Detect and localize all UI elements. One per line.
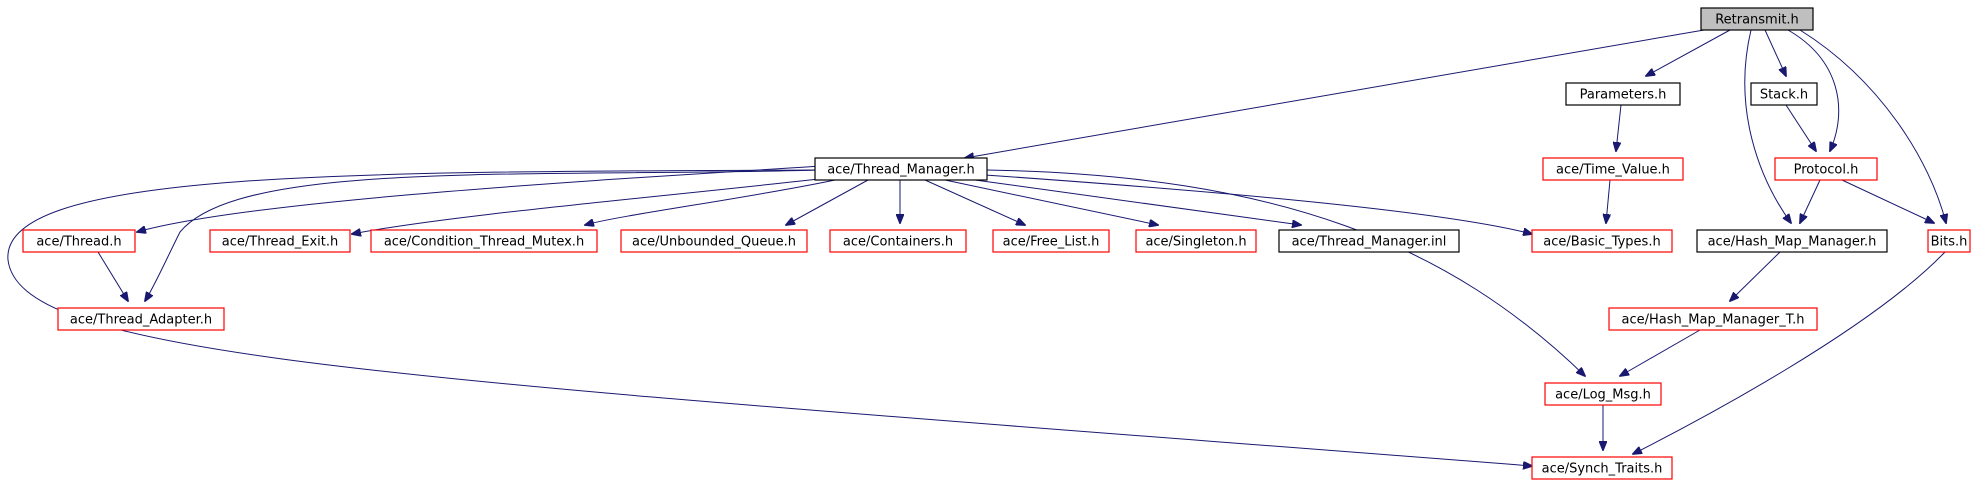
node-label: ace/Thread.h: [36, 235, 121, 250]
edge-retransmit-to-thread_manager: [965, 29, 1705, 158]
node-retransmit[interactable]: Retransmit.h: [1700, 7, 1814, 31]
node-label: Protocol.h: [1794, 163, 1859, 178]
node-label: ace/Thread_Adapter.h: [70, 313, 212, 328]
node-label: Parameters.h: [1580, 88, 1667, 103]
node-label: ace/Thread_Manager.inl: [1292, 235, 1447, 250]
node-label: ace/Containers.h: [843, 235, 953, 250]
node-time-value[interactable]: ace/Time_Value.h: [1542, 157, 1684, 181]
node-unbounded-queue[interactable]: ace/Unbounded_Queue.h: [620, 229, 808, 253]
node-label: ace/Thread_Exit.h: [222, 235, 338, 250]
node-box: [1774, 157, 1878, 181]
node-thread[interactable]: ace/Thread.h: [22, 229, 136, 253]
node-thread-exit[interactable]: ace/Thread_Exit.h: [209, 229, 351, 253]
node-box: [814, 157, 988, 181]
node-label: Stack.h: [1760, 88, 1808, 103]
edge-thread_manager-to-free_list: [924, 179, 1025, 225]
edge-retransmit-to-stack: [1764, 29, 1786, 76]
node-box: [1696, 229, 1888, 253]
edge-hash_map_manager-to-hash_map_manager_t: [1730, 251, 1781, 301]
node-box: [209, 229, 351, 253]
node-protocol[interactable]: Protocol.h: [1774, 157, 1878, 181]
node-box: [1542, 157, 1684, 181]
edge-retransmit-to-parameters: [1646, 29, 1731, 76]
node-synch-traits[interactable]: ace/Synch_Traits.h: [1531, 456, 1673, 480]
edge-thread_manager-to-thread_exit: [352, 177, 829, 234]
edge-thread_manager-to-basic_types: [984, 174, 1532, 234]
node-box: [370, 229, 598, 253]
node-label: Retransmit.h: [1715, 13, 1799, 28]
node-label: ace/Time_Value.h: [1556, 163, 1670, 178]
edge-bits-to-synch_traits: [1633, 251, 1946, 454]
edge-thread_manager-to-thread_adapter: [145, 169, 823, 301]
node-box: [1531, 456, 1673, 480]
node-box: [1531, 229, 1673, 253]
node-box: [1608, 307, 1818, 331]
node-free-list[interactable]: ace/Free_List.h: [992, 229, 1110, 253]
node-box: [1927, 229, 1971, 253]
edge-hash_map_manager_t-to-log_msg: [1620, 329, 1701, 376]
edge-thread_manager-to-log_msg: [986, 169, 1585, 376]
node-bits[interactable]: Bits.h: [1927, 229, 1971, 253]
edge-protocol-to-bits: [1841, 179, 1934, 223]
node-label: ace/Hash_Map_Manager_T.h: [1622, 313, 1805, 328]
edge-thread_manager-to-unbounded_queue: [786, 179, 869, 225]
node-label: ace/Thread_Manager.h: [827, 163, 975, 178]
node-containers[interactable]: ace/Containers.h: [829, 229, 967, 253]
edge-parameters-to-time_value: [1616, 104, 1622, 151]
edge-protocol-to-hash_map_manager: [1800, 179, 1821, 223]
node-cond-mutex[interactable]: ace/Condition_Thread_Mutex.h: [370, 229, 598, 253]
node-hash-map-manager-t[interactable]: ace/Hash_Map_Manager_T.h: [1608, 307, 1818, 331]
node-box: [992, 229, 1110, 253]
node-box: [1278, 229, 1460, 253]
edges-layer: [7, 29, 1946, 466]
node-singleton[interactable]: ace/Singleton.h: [1135, 229, 1257, 253]
edge-stack-to-protocol: [1785, 104, 1816, 151]
edge-thread-to-thread_adapter: [97, 251, 128, 301]
node-label: Bits.h: [1931, 235, 1968, 250]
node-stack[interactable]: Stack.h: [1750, 82, 1818, 106]
node-parameters[interactable]: Parameters.h: [1565, 82, 1681, 106]
node-box: [1700, 7, 1814, 31]
node-thread-adapter[interactable]: ace/Thread_Adapter.h: [57, 307, 225, 331]
node-label: ace/Condition_Thread_Mutex.h: [384, 235, 584, 250]
node-label: ace/Basic_Types.h: [1543, 235, 1660, 250]
edge-retransmit-to-hash_map_manager: [1744, 29, 1791, 223]
edge-time_value-to-basic_types: [1606, 179, 1610, 223]
node-box: [22, 229, 136, 253]
node-box: [620, 229, 808, 253]
edge-retransmit-to-protocol: [1787, 29, 1840, 151]
node-thread-manager-inl[interactable]: ace/Thread_Manager.inl: [1278, 229, 1460, 253]
node-basic-types[interactable]: ace/Basic_Types.h: [1531, 229, 1673, 253]
node-thread-manager[interactable]: ace/Thread_Manager.h: [814, 157, 988, 181]
node-label: ace/Unbounded_Queue.h: [632, 235, 796, 250]
edge-thread_manager-to-singleton: [944, 179, 1158, 225]
edge-thread_manager-to-thread_manager_inl: [974, 179, 1301, 225]
node-box: [57, 307, 225, 331]
node-label: ace/Hash_Map_Manager.h: [1708, 235, 1877, 250]
edge-retransmit-to-bits: [1799, 29, 1946, 223]
node-box: [1544, 382, 1662, 406]
edge-thread_manager-to-thread: [137, 165, 823, 232]
node-box: [829, 229, 967, 253]
node-hash-map-manager[interactable]: ace/Hash_Map_Manager.h: [1696, 229, 1888, 253]
node-label: ace/Synch_Traits.h: [1542, 462, 1663, 477]
edge-thread_manager-to-cond_mutex: [585, 179, 836, 225]
node-log-msg[interactable]: ace/Log_Msg.h: [1544, 382, 1662, 406]
node-label: ace/Singleton.h: [1145, 235, 1246, 250]
node-box: [1750, 82, 1818, 106]
node-box: [1565, 82, 1681, 106]
edge-thread_manager-to-synch_traits: [7, 169, 1532, 466]
node-label: ace/Log_Msg.h: [1555, 388, 1651, 403]
node-label: ace/Free_List.h: [1003, 235, 1100, 250]
node-box: [1135, 229, 1257, 253]
